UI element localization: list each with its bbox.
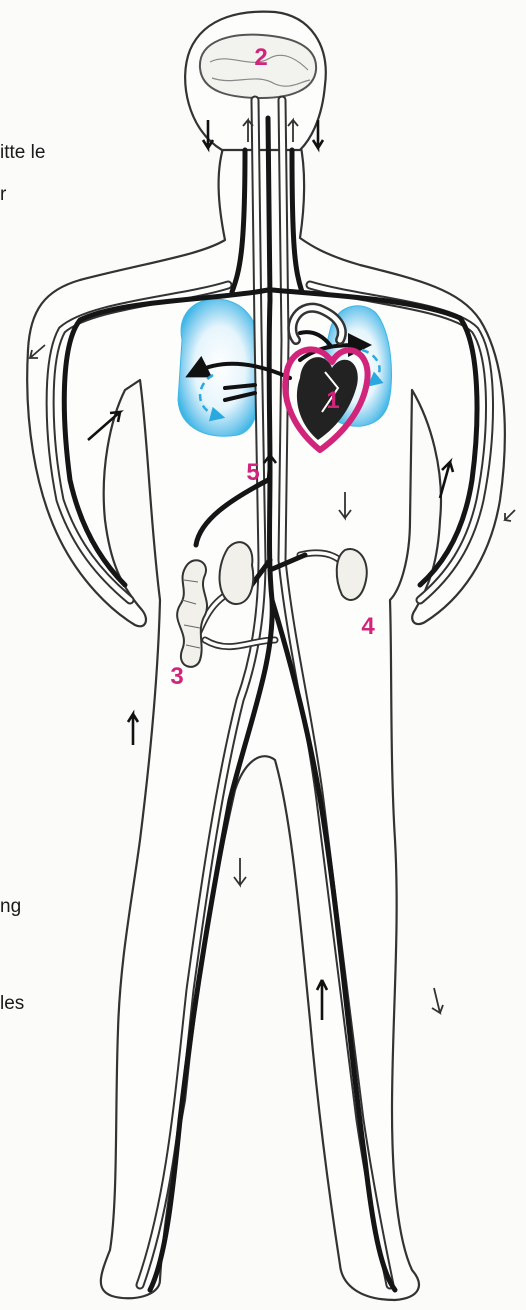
label-kidney: 4 — [361, 613, 375, 640]
label-brain: 2 — [254, 44, 267, 71]
label-lungs: 5 — [246, 459, 259, 486]
label-heart: 1 — [326, 387, 339, 414]
label-intestine: 3 — [170, 663, 183, 690]
